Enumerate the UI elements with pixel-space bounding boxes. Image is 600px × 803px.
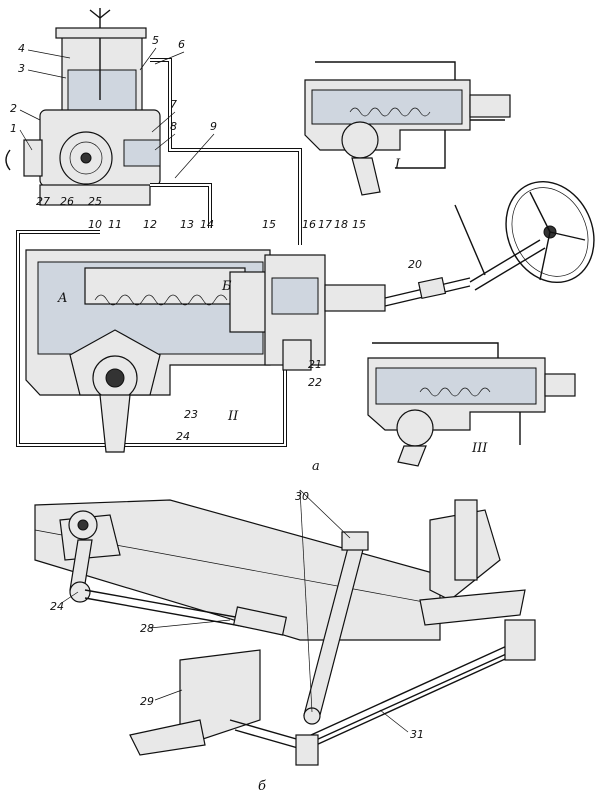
label-25: 25 [88, 195, 102, 208]
label-17: 17 [318, 218, 332, 231]
view-ii-label: II [227, 409, 239, 424]
callout-labels: 4 3 2 1 5 6 7 8 9 27 26 25 10 11 12 13 1… [10, 34, 488, 794]
label-2: 2 [10, 102, 17, 115]
steering-column [384, 180, 595, 307]
label-26: 26 [60, 195, 74, 208]
label-29: 29 [140, 695, 154, 708]
label-5: 5 [152, 34, 159, 47]
label-8: 8 [170, 120, 177, 133]
label-11: 11 [108, 218, 122, 231]
label-13: 13 [180, 218, 194, 231]
steering-gear-main [25, 249, 386, 453]
part-a-label: а [312, 459, 320, 474]
label-16: 16 [302, 218, 316, 231]
label-6: 6 [178, 38, 185, 51]
label-20: 20 [408, 258, 422, 271]
label-31: 31 [410, 728, 424, 741]
label-10: 10 [88, 218, 102, 231]
part-b-label: б [258, 779, 266, 794]
label-1: 1 [10, 122, 17, 135]
label-21: 21 [308, 358, 322, 371]
label-23: 23 [184, 408, 198, 421]
view-i-label: I [394, 157, 401, 172]
label-24-bottom: 24 [50, 600, 64, 613]
chamber-b: Б [221, 279, 232, 294]
label-12: 12 [143, 218, 157, 231]
label-22: 22 [308, 376, 322, 389]
label-27: 27 [36, 195, 50, 208]
view-iii-detail [367, 342, 576, 467]
label-28: 28 [140, 622, 154, 635]
label-15: 15 [262, 218, 276, 231]
leader-lines [19, 47, 409, 733]
view-i-detail [304, 61, 511, 196]
label-24: 24 [176, 430, 190, 443]
oil-lines [16, 58, 302, 447]
label-7: 7 [170, 98, 177, 111]
label-15b: 15 [352, 218, 366, 231]
label-4: 4 [18, 42, 25, 55]
label-18: 18 [334, 218, 348, 231]
label-9: 9 [210, 120, 217, 133]
label-14: 14 [200, 218, 214, 231]
label-3: 3 [18, 62, 25, 75]
view-iii-label: III [471, 441, 488, 456]
chamber-a: A [57, 291, 67, 306]
pump-assembly [5, 8, 161, 206]
label-30: 30 [295, 490, 309, 503]
front-axle-linkage [34, 499, 536, 766]
